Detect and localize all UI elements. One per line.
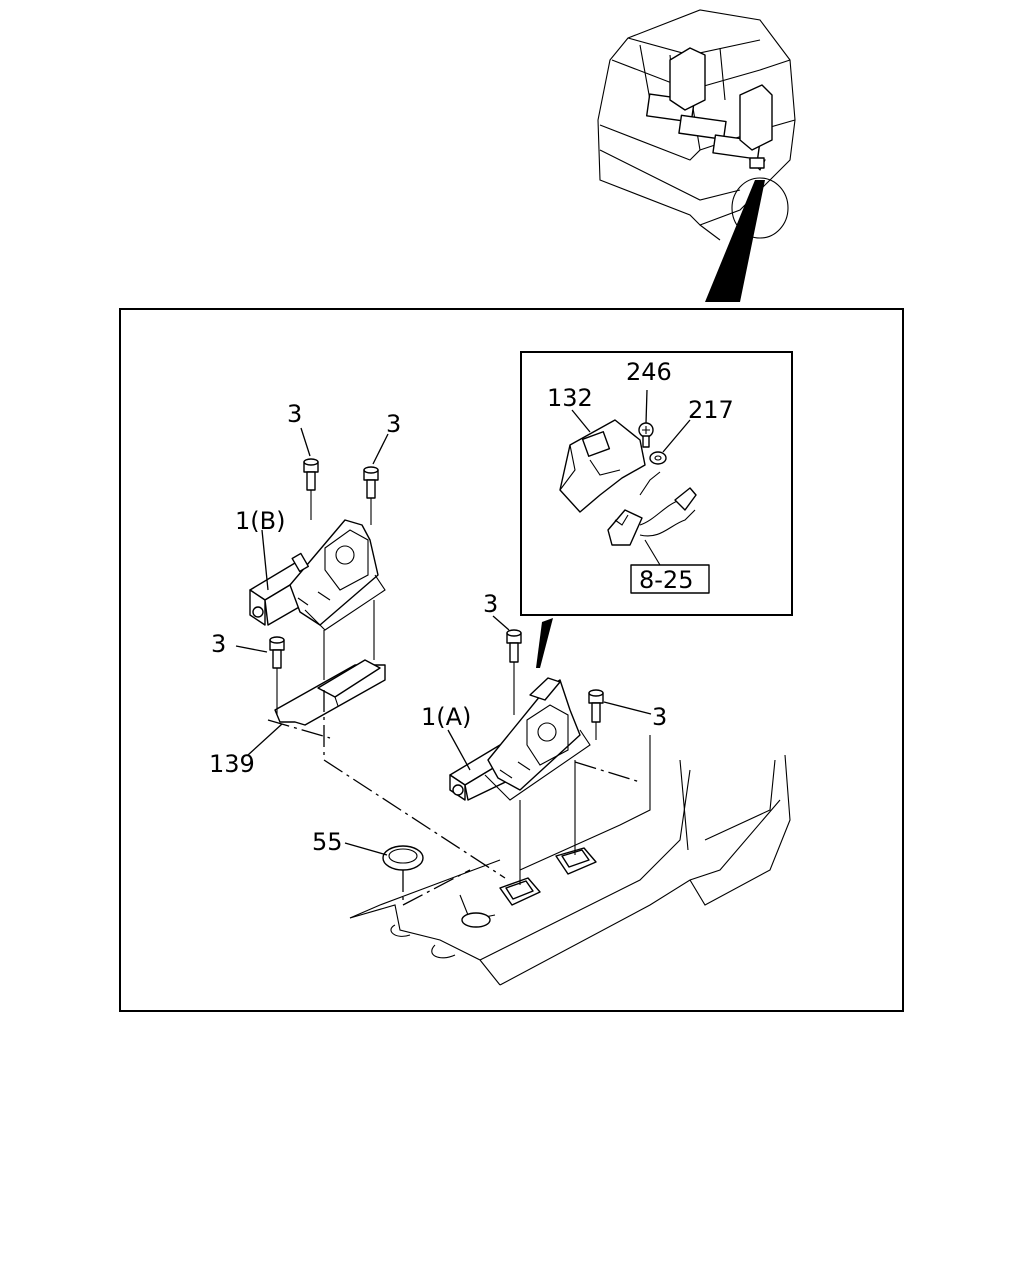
label-bracket: 139: [209, 750, 255, 778]
bolt-center: [506, 629, 522, 663]
label-inset-ref: 8-25: [639, 566, 693, 594]
floor-pads: [382, 845, 597, 906]
bolt-left-low: [269, 636, 285, 669]
label-bolt-left-low: 3: [211, 630, 226, 658]
label-seat-belt-a: 1(A): [421, 703, 471, 731]
reference-lines: [267, 690, 641, 907]
bolt-top-mid: [363, 466, 379, 499]
seat-belt-a-assembly: [344, 615, 652, 885]
label-bolt-top-left: 3: [287, 400, 302, 428]
inset-detail: 132 246 217 8-25: [520, 351, 793, 616]
label-inset-screw: 246: [626, 358, 672, 386]
label-seat-belt-b: 1(B): [235, 507, 285, 535]
label-inset-cover: 132: [547, 384, 593, 412]
label-bolt-right: 3: [652, 703, 667, 731]
label-bolt-center: 3: [483, 590, 498, 618]
label-inset-washer: 217: [688, 396, 734, 424]
label-bolt-top-mid: 3: [386, 410, 401, 438]
bolt-top-left: [303, 458, 319, 491]
floor-panel: [349, 735, 791, 986]
main-frame: [119, 308, 904, 1012]
bolt-right: [588, 689, 604, 723]
seat-belt-b-assembly: [235, 427, 389, 756]
inset-pointer: [536, 618, 553, 668]
label-grommet: 55: [312, 828, 343, 856]
cab-overview: [597, 9, 796, 302]
